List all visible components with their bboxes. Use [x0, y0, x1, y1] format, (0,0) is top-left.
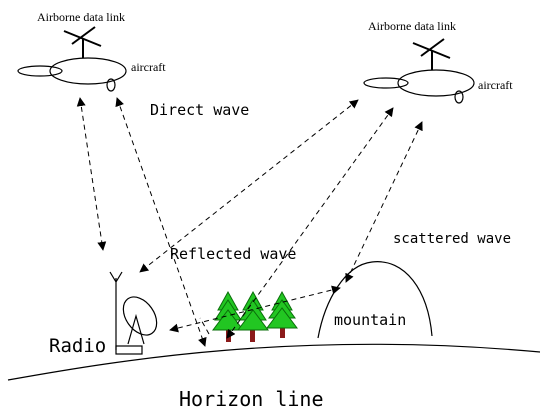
- radio-label: Radio: [49, 335, 106, 357]
- satellite-dish-icon: [122, 296, 158, 336]
- aircraft-tail-icon: [363, 77, 409, 89]
- radio-base: [115, 345, 143, 355]
- aircraft-body-icon: [49, 57, 127, 85]
- radio-dish-mount: [127, 313, 145, 345]
- aircraft-wheel-icon: [106, 78, 116, 92]
- aircraft-label-left: aircraft: [131, 60, 166, 74]
- datalink-label-right: Airborne data link: [368, 19, 456, 33]
- tree: [237, 290, 269, 342]
- direct-wave-arrow-left: [76, 97, 107, 251]
- aircraft-label-right: aircraft: [478, 78, 513, 92]
- aircraft-right: [363, 38, 475, 104]
- horizon-line-label: Horizon line: [179, 387, 324, 411]
- datalink-antenna-icon: [63, 26, 102, 58]
- mountain-label: mountain: [334, 311, 406, 329]
- aircraft-body-icon: [397, 69, 475, 97]
- scattered-wave-arrow: [345, 121, 423, 283]
- radio-station: [109, 271, 158, 355]
- aircraft-left: [17, 26, 127, 92]
- datalink-label-left: Airborne data link: [37, 10, 125, 24]
- ground-reflection-arrow: [199, 317, 210, 335]
- propagation-paths: [76, 97, 423, 347]
- direct-wave-arrow-ground: [115, 97, 207, 347]
- tree: [266, 290, 298, 338]
- mountain-to-radio-arrow: [169, 285, 341, 333]
- aircraft-wheel-icon: [454, 90, 464, 104]
- radio-antenna-icon: [109, 271, 123, 350]
- reflected-wave-label: Reflected wave: [170, 245, 296, 263]
- tree: [212, 290, 244, 342]
- direct-wave-label: Direct wave: [150, 101, 249, 119]
- aircraft-tail-icon: [17, 65, 63, 77]
- scattered-wave-label: scattered wave: [393, 231, 511, 247]
- datalink-antenna-icon: [412, 38, 451, 70]
- ground-curve: [7, 343, 541, 381]
